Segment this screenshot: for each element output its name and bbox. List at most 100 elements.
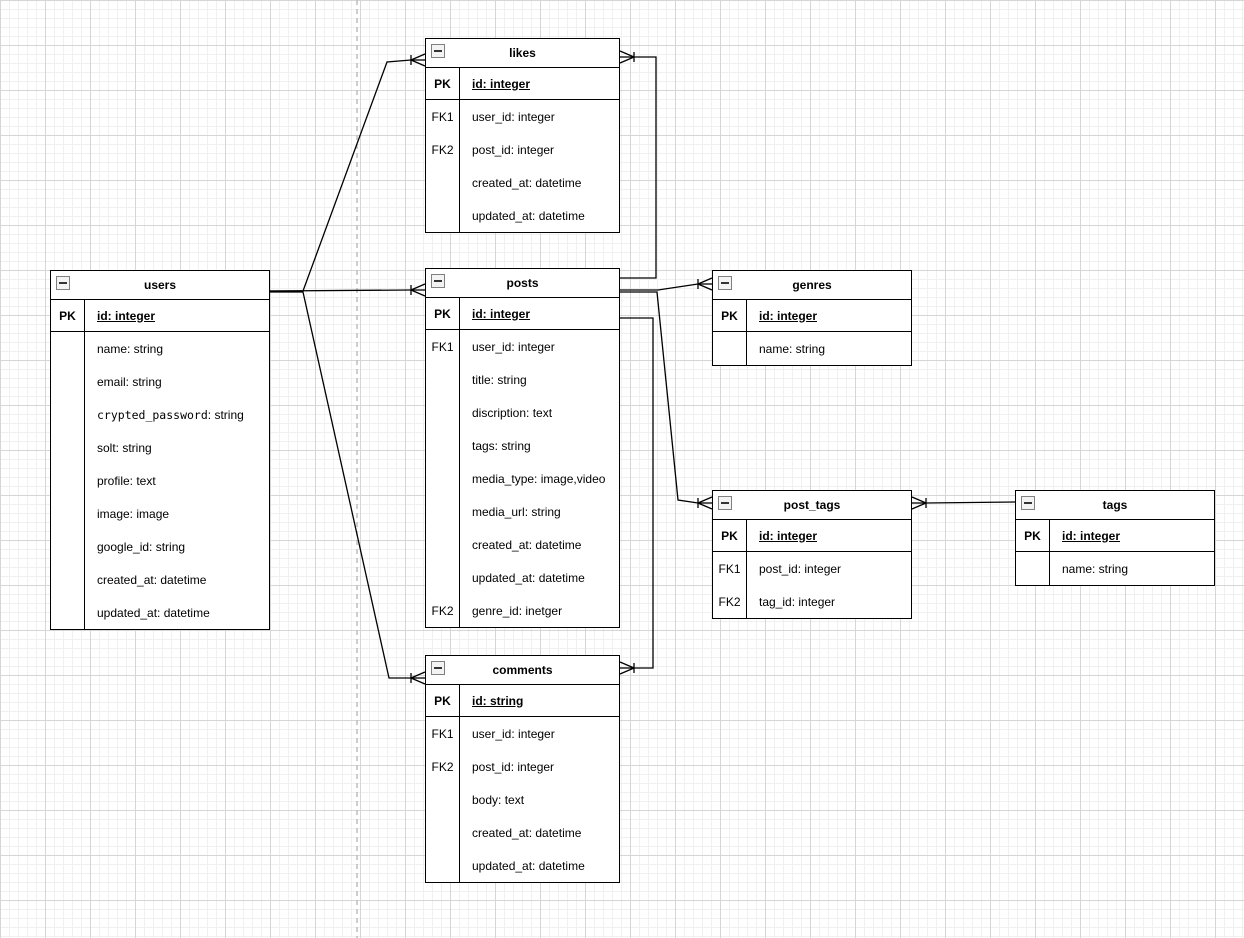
entity-row[interactable]: media_url: string — [426, 495, 619, 528]
entity-row[interactable]: email: string — [51, 365, 269, 398]
entity-row[interactable]: media_type: image,video — [426, 462, 619, 495]
entity-row[interactable]: name: string — [51, 332, 269, 365]
crowsfoot-many-marker — [619, 661, 635, 675]
entity-row[interactable]: title: string — [426, 363, 619, 396]
entity-row[interactable]: google_id: string — [51, 530, 269, 563]
connector-users-likes[interactable] — [270, 53, 426, 292]
attr-text: name: string — [97, 341, 164, 356]
collapse-minus-icon[interactable] — [56, 276, 70, 290]
attribute-label: created_at: datetime — [85, 573, 206, 587]
entity-row[interactable]: updated_at: datetime — [426, 199, 619, 232]
attr-text: tags: string — [472, 438, 531, 453]
attr-text: user_id: integer — [472, 726, 555, 741]
entity-row[interactable]: updated_at: datetime — [51, 596, 269, 629]
connector-line[interactable] — [620, 56, 657, 279]
collapse-minus-icon[interactable] — [718, 276, 732, 290]
crowsfoot-many-marker — [410, 671, 426, 685]
connector-users-posts[interactable] — [269, 283, 426, 297]
connector-line[interactable] — [925, 501, 1016, 504]
entity-row[interactable]: image: image — [51, 497, 269, 530]
entity-row[interactable]: created_at: datetime — [426, 166, 619, 199]
key-label — [51, 596, 85, 629]
entity-row[interactable]: created_at: datetime — [426, 528, 619, 561]
attribute-label: created_at: datetime — [460, 176, 581, 190]
key-label — [426, 528, 460, 561]
connector-posts-comments[interactable] — [619, 317, 654, 675]
entity-header-comments[interactable]: comments — [426, 656, 619, 685]
entity-row[interactable]: crypted_password: string — [51, 398, 269, 431]
collapse-minus-icon[interactable] — [431, 661, 445, 675]
entity-header-users[interactable]: users — [51, 271, 269, 300]
connector-tags-post_tags[interactable] — [911, 496, 1016, 510]
key-label: PK — [426, 68, 460, 99]
connector-line[interactable] — [620, 283, 699, 291]
minus-glyph — [434, 50, 442, 52]
key-label — [51, 398, 85, 431]
key-label: PK — [51, 300, 85, 331]
connector-line[interactable] — [270, 291, 411, 679]
attribute-label: user_id: integer — [460, 340, 555, 354]
entity-row[interactable]: created_at: datetime — [51, 563, 269, 596]
collapse-minus-icon[interactable] — [718, 496, 732, 510]
connector-line[interactable] — [270, 59, 412, 292]
key-label: FK2 — [713, 585, 747, 618]
connector-line[interactable] — [269, 289, 412, 292]
entity-header-genres[interactable]: genres — [713, 271, 911, 300]
entity-row[interactable]: name: string — [1016, 552, 1214, 585]
entity-row[interactable]: name: string — [713, 332, 911, 365]
entity-row[interactable]: updated_at: datetime — [426, 561, 619, 594]
connector-users-comments[interactable] — [270, 291, 426, 685]
entity-row[interactable]: solt: string — [51, 431, 269, 464]
connector-posts-post_tags[interactable] — [620, 291, 713, 510]
connector-line[interactable] — [620, 317, 654, 669]
crowsfoot-many-marker — [410, 53, 426, 67]
collapse-minus-icon[interactable] — [431, 274, 445, 288]
entity-row[interactable]: updated_at: datetime — [426, 849, 619, 882]
entity-row[interactable]: tags: string — [426, 429, 619, 462]
minus-glyph — [59, 282, 67, 284]
attribute-label: post_id: integer — [747, 562, 841, 576]
collapse-minus-icon[interactable] — [1021, 496, 1035, 510]
attribute-label: profile: text — [85, 474, 156, 488]
entity-header-posts[interactable]: posts — [426, 269, 619, 298]
connector-posts-likes[interactable] — [619, 50, 657, 279]
collapse-minus-icon[interactable] — [431, 44, 445, 58]
connector-line[interactable] — [620, 291, 699, 504]
entity-row[interactable]: discription: text — [426, 396, 619, 429]
attribute-label: updated_at: datetime — [460, 859, 585, 873]
entity-header-likes[interactable]: likes — [426, 39, 619, 68]
attr-text: image: image — [97, 506, 170, 521]
connector-posts-genres[interactable] — [620, 277, 713, 291]
attr-text: google_id: string — [97, 539, 186, 554]
key-label — [51, 497, 85, 530]
entity-title: comments — [492, 663, 553, 677]
entity-row[interactable]: created_at: datetime — [426, 816, 619, 849]
entity-header-post_tags[interactable]: post_tags — [713, 491, 911, 520]
entity-row[interactable]: profile: text — [51, 464, 269, 497]
entity-row[interactable]: body: text — [426, 783, 619, 816]
key-label — [426, 166, 460, 199]
entity-header-tags[interactable]: tags — [1016, 491, 1214, 520]
